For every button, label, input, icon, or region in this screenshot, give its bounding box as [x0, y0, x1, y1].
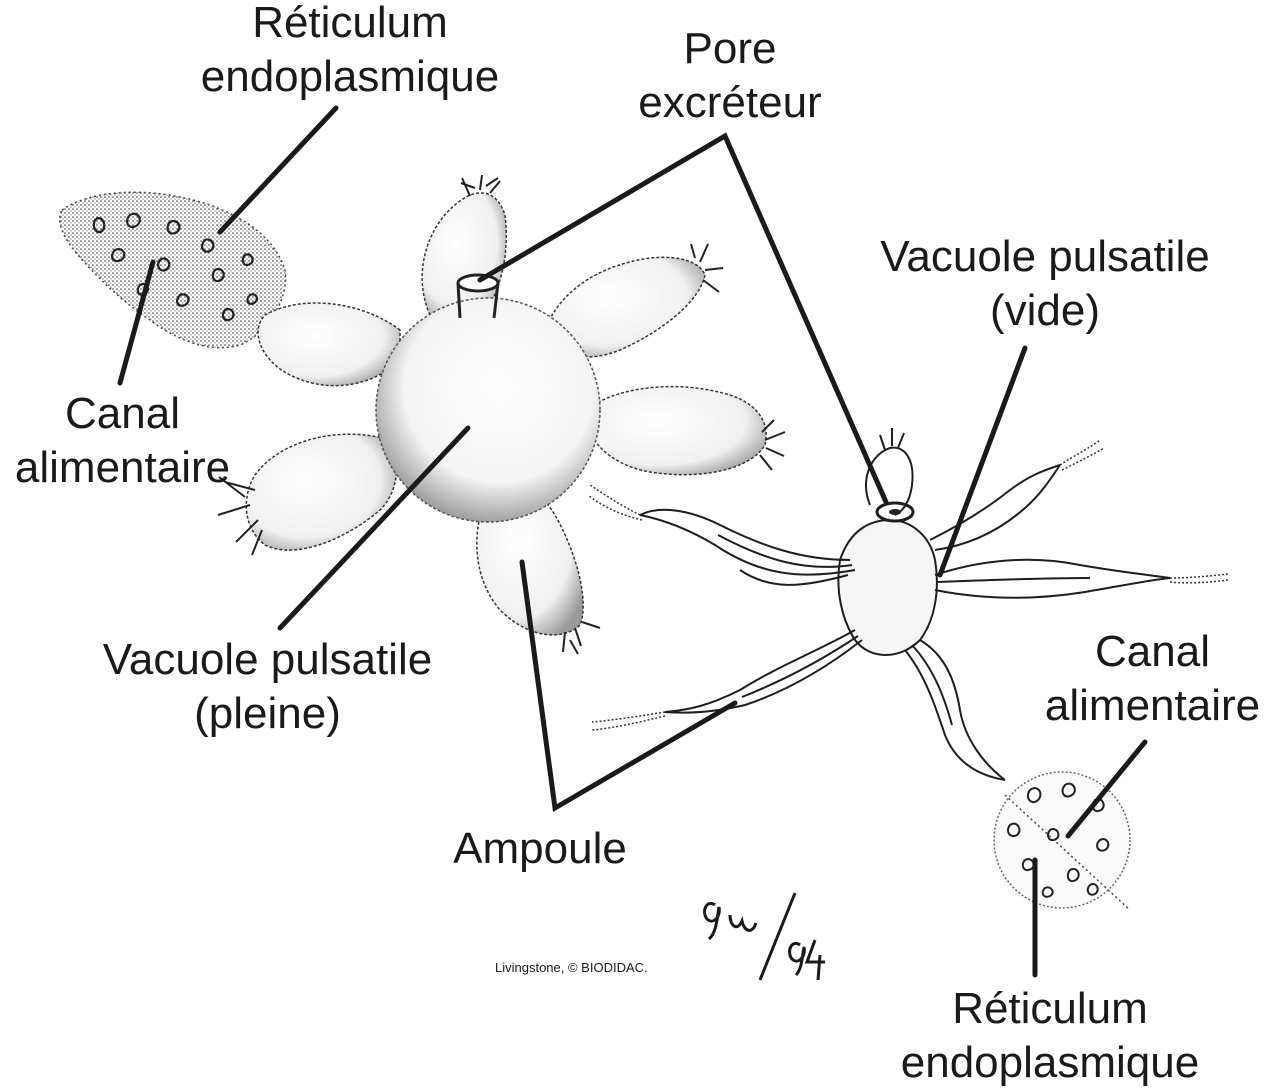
leader-canal-right	[1065, 739, 1148, 839]
label-canal-left: Canal alimentaire	[14, 389, 231, 492]
credit-text: Livingstone, © BIODIDAC.	[495, 960, 648, 975]
ampoule-petal-upper-left	[257, 302, 401, 387]
label-pore: Pore excréteur	[638, 24, 822, 127]
leader-canal-left	[117, 259, 156, 386]
label-reticulum-left: Réticulum endoplasmique	[200, 0, 500, 101]
ampoule-petal-right	[584, 385, 767, 476]
pore-left	[456, 273, 500, 293]
leader-vacuole-pleine	[277, 425, 471, 631]
label-ampoule: Ampoule	[453, 824, 627, 873]
label-reticulum-right: Réticulum endoplasmique	[900, 984, 1200, 1087]
label-canal-right: Canal alimentaire	[1044, 627, 1261, 730]
reticulum-circle-right	[993, 771, 1131, 909]
ampoule-petal-top-right	[544, 256, 706, 358]
ampoule-petal-left	[245, 433, 398, 551]
leader-lines	[117, 105, 1148, 978]
vacuole-vide-structure	[587, 428, 1229, 911]
leader-reticulum-left	[217, 105, 339, 235]
leader-pore	[477, 132, 889, 505]
signature-mark	[703, 892, 825, 981]
label-vacuole-pleine: Vacuole pulsatile (pleine)	[102, 635, 433, 738]
vacuole-pleine-structure	[58, 174, 786, 655]
label-vacuole-vide: Vacuole pulsatile (vide)	[880, 232, 1210, 335]
leader-ampoule	[519, 559, 738, 813]
reticulum-cluster-left	[58, 191, 287, 349]
leader-vacuole-vide	[937, 345, 1028, 578]
